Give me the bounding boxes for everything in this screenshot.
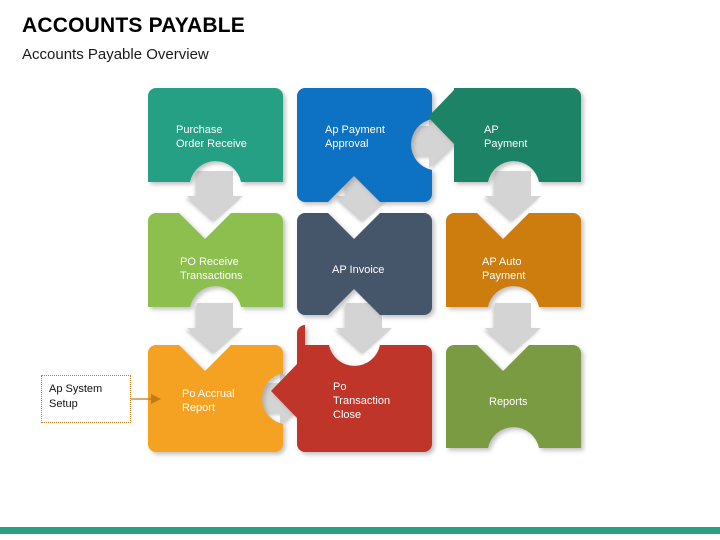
- node-po-receive-transactions[interactable]: [148, 213, 283, 307]
- node-po-transaction-close[interactable]: [271, 325, 432, 452]
- node-purchase-order-receive[interactable]: [148, 88, 283, 182]
- connector-arrow-down-col3-r1r2: [485, 171, 541, 221]
- node-ap-invoice[interactable]: [297, 213, 432, 315]
- connector-arrow-down-col2-r2r3: [336, 303, 392, 353]
- node-ap-payment-approval[interactable]: [297, 88, 432, 202]
- node-ap-auto-payment[interactable]: [446, 213, 581, 307]
- callout-box-ap-system-setup[interactable]: [41, 375, 131, 423]
- connector-arrow-down-col3-r2r3: [485, 303, 541, 353]
- bottom-accent-bar: [0, 527, 720, 534]
- callout-connector: [131, 394, 161, 404]
- node-po-accrual-report[interactable]: [148, 345, 283, 452]
- connector-arrow-down-col1-r1r2: [187, 171, 243, 221]
- node-ap-payment[interactable]: [428, 88, 581, 182]
- process-flow-diagram: [131, 88, 581, 452]
- page-subtitle: Accounts Payable Overview: [22, 46, 209, 63]
- node-reports[interactable]: [446, 345, 581, 448]
- connector-arrow-down-col1-r2r3: [187, 303, 243, 353]
- page-title: ACCOUNTS PAYABLE: [22, 14, 245, 37]
